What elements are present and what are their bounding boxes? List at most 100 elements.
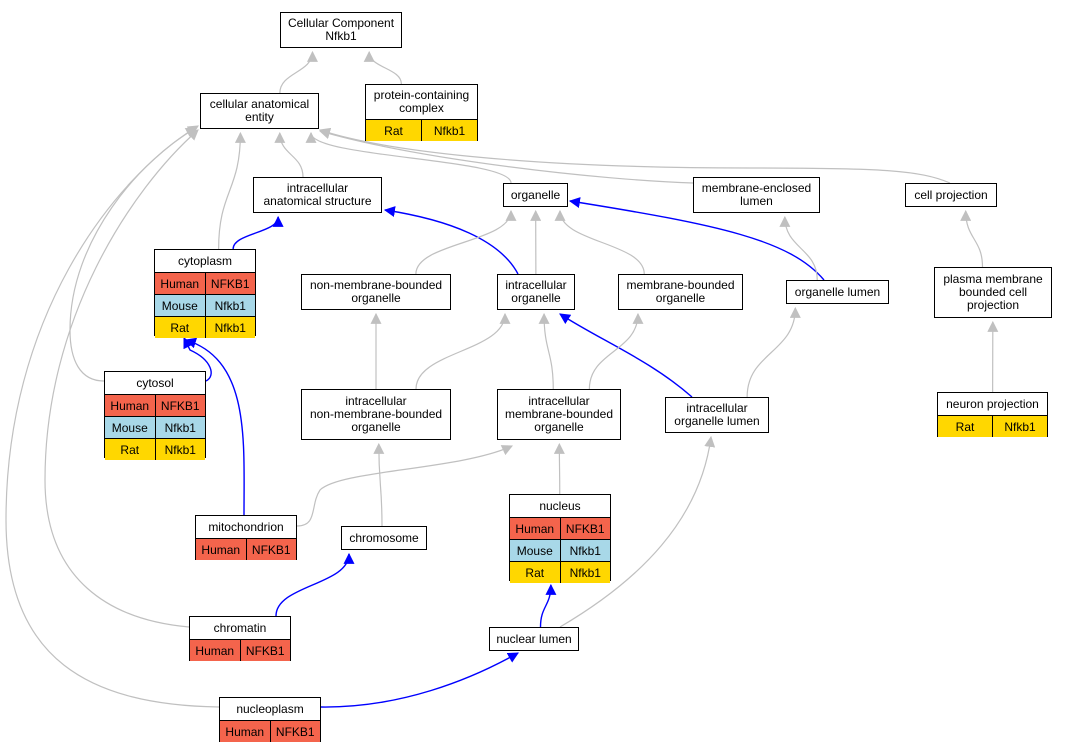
edge-cytosol-to-cytoplasm	[183, 337, 212, 382]
node-intracellular-membrane-bounded-organelle[interactable]: intracellular membrane-bounded organelle	[497, 389, 621, 440]
edge-protein-containing-complex-to-root	[363, 50, 402, 85]
edge-plasma-membrane-bounded-cell-projection-to-cell-projection	[960, 209, 984, 268]
node-title: cellular anatomical entity	[209, 97, 310, 124]
node-organelle-lumen[interactable]: organelle lumen	[786, 280, 889, 304]
node-plasma-membrane-bounded-cell-projection[interactable]: plasma membrane bounded cell projection	[934, 267, 1052, 318]
node-nuclear-lumen[interactable]: nuclear lumen	[489, 627, 579, 651]
edge-cytoplasm-to-cellular-anatomical-entity	[218, 131, 246, 250]
gene-cell: Nfkb1	[154, 417, 206, 438]
species-row: Mouse Nfkb1	[155, 294, 255, 316]
gene-cell: Nfkb1	[559, 562, 611, 583]
node-title: membrane-enclosed lumen	[701, 181, 812, 208]
species-row: Mouse Nfkb1	[510, 539, 610, 561]
node-cell-projection[interactable]: cell projection	[905, 183, 997, 207]
gene-cell: Nfkb1	[992, 416, 1047, 437]
gene-cell: Nfkb1	[421, 120, 477, 141]
edge-intracellular-organelle-lumen-to-intracellular-organelle	[559, 313, 693, 398]
species-cell: Human	[515, 521, 555, 536]
node-title: chromatin	[213, 620, 267, 635]
edge-organelle-lumen-to-membrane-enclosed-lumen	[779, 215, 818, 281]
node-title: cytoplasm	[177, 253, 233, 268]
edge-mitochondrion-to-intracellular-membrane-bounded-organelle	[296, 445, 513, 527]
node-intracellular-organelle[interactable]: intracellular organelle	[497, 274, 575, 310]
gene-cell: NFKB1	[239, 640, 291, 661]
node-title: intracellular organelle lumen	[674, 401, 760, 428]
gene-cell: NFKB1	[269, 721, 321, 742]
species-cell: Mouse	[516, 543, 553, 558]
node-chromosome[interactable]: chromosome	[341, 526, 427, 550]
node-organelle[interactable]: organelle	[503, 183, 568, 207]
node-title: membrane-bounded organelle	[626, 278, 735, 305]
node-title: intracellular non-membrane-bounded organ…	[309, 394, 443, 434]
node-membrane-bounded-organelle[interactable]: membrane-bounded organelle	[618, 274, 743, 310]
edge-membrane-bounded-organelle-to-organelle	[554, 209, 645, 275]
edge-nucleoplasm-to-nuclear-lumen	[320, 652, 519, 708]
edge-nuclear-lumen-to-intracellular-organelle-lumen	[559, 435, 716, 628]
edge-non-membrane-bounded-organelle-to-organelle	[415, 209, 517, 275]
node-title: intracellular membrane-bounded organelle	[504, 394, 614, 434]
node-cellular-anatomical-entity[interactable]: cellular anatomical entity	[200, 93, 319, 129]
edge-intracellular-non-membrane-bounded-organelle-to-intracellular-organelle	[415, 312, 511, 390]
node-title: non-membrane-bounded organelle	[309, 278, 443, 305]
edge-cytoplasm-to-intracellular-anatomical-structure	[232, 215, 284, 250]
edge-chromatin-to-cellular-anatomical-entity	[44, 129, 199, 628]
edge-intracellular-organelle-to-intracellular-anatomical-structure	[383, 206, 519, 275]
species-cell: Human	[110, 398, 150, 413]
node-title: neuron projection	[946, 396, 1039, 411]
species-row: Human NFKB1	[105, 394, 205, 416]
edge-intracellular-membrane-bounded-organelle-to-membrane-bounded-organelle	[588, 312, 644, 390]
species-cell: Rat	[525, 565, 545, 580]
node-title: organelle	[510, 187, 561, 202]
node-intracellular-non-membrane-bounded-organelle[interactable]: intracellular non-membrane-bounded organ…	[301, 389, 451, 440]
node-title: Cellular Component Nfkb1	[287, 16, 395, 43]
edge-intracellular-anatomical-structure-to-cellular-anatomical-entity	[274, 131, 304, 178]
node-title: intracellular organelle	[505, 278, 567, 305]
node-membrane-enclosed-lumen[interactable]: membrane-enclosed lumen	[693, 177, 820, 213]
node-title: intracellular anatomical structure	[263, 181, 372, 208]
node-root[interactable]: Cellular Component Nfkb1	[280, 12, 402, 48]
gene-cell: Nfkb1	[559, 540, 611, 561]
node-title: plasma membrane bounded cell projection	[943, 272, 1043, 312]
species-cell: Mouse	[161, 298, 198, 313]
node-non-membrane-bounded-organelle[interactable]: non-membrane-bounded organelle	[301, 274, 451, 310]
edge-intracellular-membrane-bounded-organelle-to-intracellular-organelle	[538, 312, 554, 390]
gene-cell: NFKB1	[154, 395, 206, 416]
node-title: nuclear lumen	[496, 631, 572, 646]
edge-cellular-anatomical-entity-to-root	[279, 50, 318, 94]
node-title: cytosol	[136, 375, 174, 390]
edge-membrane-enclosed-lumen-to-cellular-anatomical-entity	[318, 128, 694, 184]
species-cell: Human	[160, 276, 200, 291]
edge-cell-projection-to-cellular-anatomical-entity	[318, 127, 951, 184]
edge-chromosome-to-intracellular-non-membrane-bounded-organelle	[373, 442, 385, 527]
edge-nucleoplasm-to-cellular-anatomical-entity	[5, 125, 220, 708]
node-title: mitochondrion	[208, 519, 284, 534]
gene-cell: NFKB1	[559, 518, 611, 539]
node-title: nucleoplasm	[236, 701, 304, 716]
species-row: Human NFKB1	[190, 639, 290, 661]
node-title: protein-containing complex	[373, 88, 470, 115]
species-cell: Human	[195, 643, 235, 658]
gene-cell: Nfkb1	[204, 295, 256, 316]
node-title: cell projection	[914, 187, 988, 202]
node-intracellular-anatomical-structure[interactable]: intracellular anatomical structure	[253, 177, 382, 213]
species-row: Human NFKB1	[510, 517, 610, 539]
species-row: Rat Nfkb1	[510, 561, 610, 583]
species-cell: Human	[201, 542, 241, 557]
gene-cell: Nfkb1	[204, 317, 256, 338]
node-intracellular-organelle-lumen[interactable]: intracellular organelle lumen	[665, 397, 769, 433]
